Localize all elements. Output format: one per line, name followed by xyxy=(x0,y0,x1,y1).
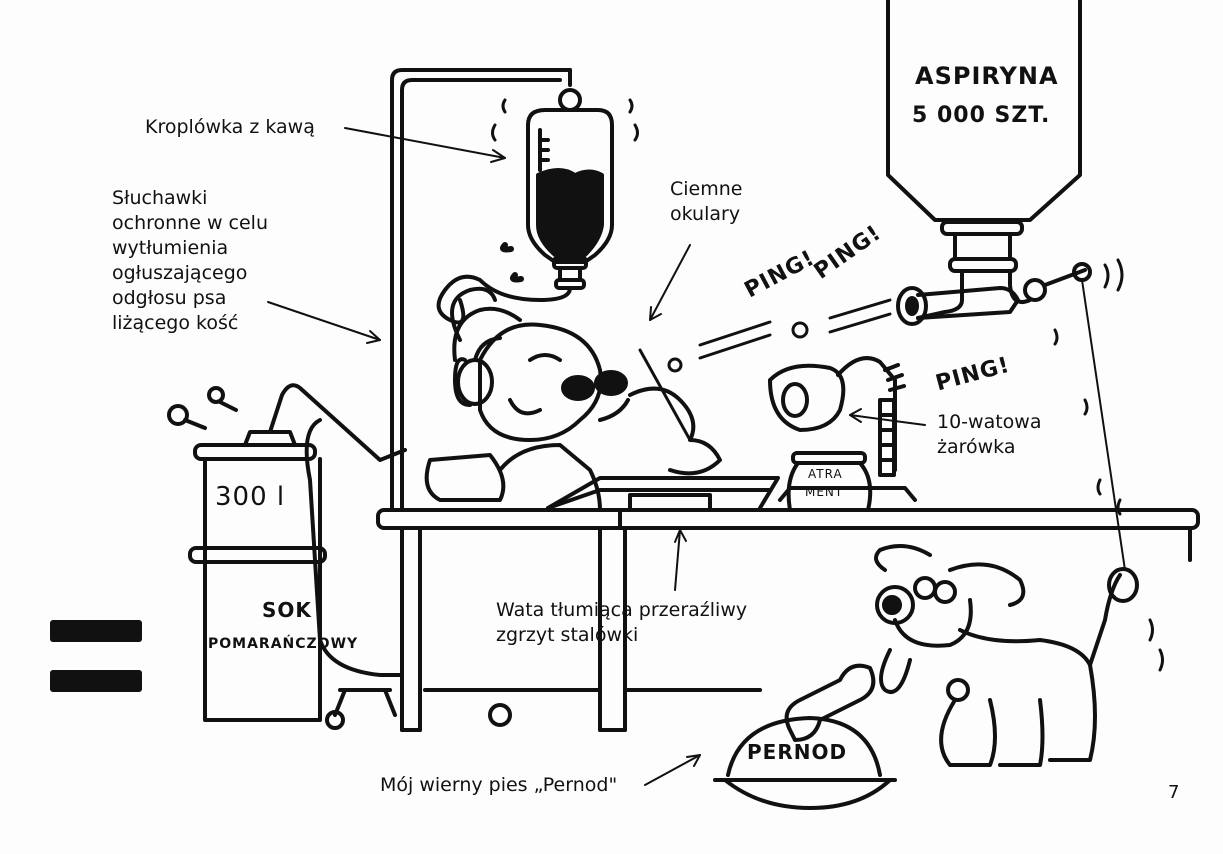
label-headphones: Słuchawki ochronne w celu wytłumienia og… xyxy=(112,187,268,334)
ink-label-line2: MENT xyxy=(805,485,844,499)
label-bulb: 10-watowa żarówka xyxy=(937,411,1042,458)
page-number: 7 xyxy=(1168,782,1180,803)
chair-icon xyxy=(304,418,402,730)
sunglasses-icon xyxy=(561,370,628,401)
annotation-arrows xyxy=(267,127,926,786)
barrel-label-line1: SOK xyxy=(262,598,312,622)
bowl-label: PERNOD xyxy=(747,740,848,764)
dog-bowl-icon xyxy=(713,663,897,810)
barrel-label-line2: POMARAŃCZOWY xyxy=(208,636,359,652)
ink-jar-icon xyxy=(786,451,873,512)
aspirin-label-line1: ASPIRYNA xyxy=(915,62,1059,90)
desk-lamp-icon xyxy=(768,356,917,502)
character-icon xyxy=(424,322,722,512)
barrel-volume: 300 l xyxy=(215,482,286,512)
label-iv-coffee: Kroplówka z kawą xyxy=(145,116,315,138)
dog-icon xyxy=(874,544,1139,767)
margin-bar-bottom xyxy=(50,670,142,692)
motion-marks xyxy=(491,98,1164,672)
ink-label-line1: ATRA xyxy=(808,467,843,481)
label-sunglasses: Ciemne okulary xyxy=(670,178,743,225)
aspirin-dispenser-icon xyxy=(886,0,1126,571)
iv-stand-icon xyxy=(390,68,572,512)
aspirin-label-line2: 5 000 SZT. xyxy=(912,103,1051,128)
margin-bar-top xyxy=(50,620,142,642)
headphones-icon xyxy=(450,286,522,362)
label-cotton: Wata tłumiąca przeraźliwy zgrzyt stalówk… xyxy=(496,599,748,646)
pill-trail-icon xyxy=(667,298,892,373)
label-dog: Mój wierny pies „Pernod" xyxy=(380,774,618,796)
desk-icon xyxy=(376,476,1200,732)
iv-bag-icon xyxy=(436,88,614,325)
juice-barrel-icon xyxy=(167,383,407,722)
